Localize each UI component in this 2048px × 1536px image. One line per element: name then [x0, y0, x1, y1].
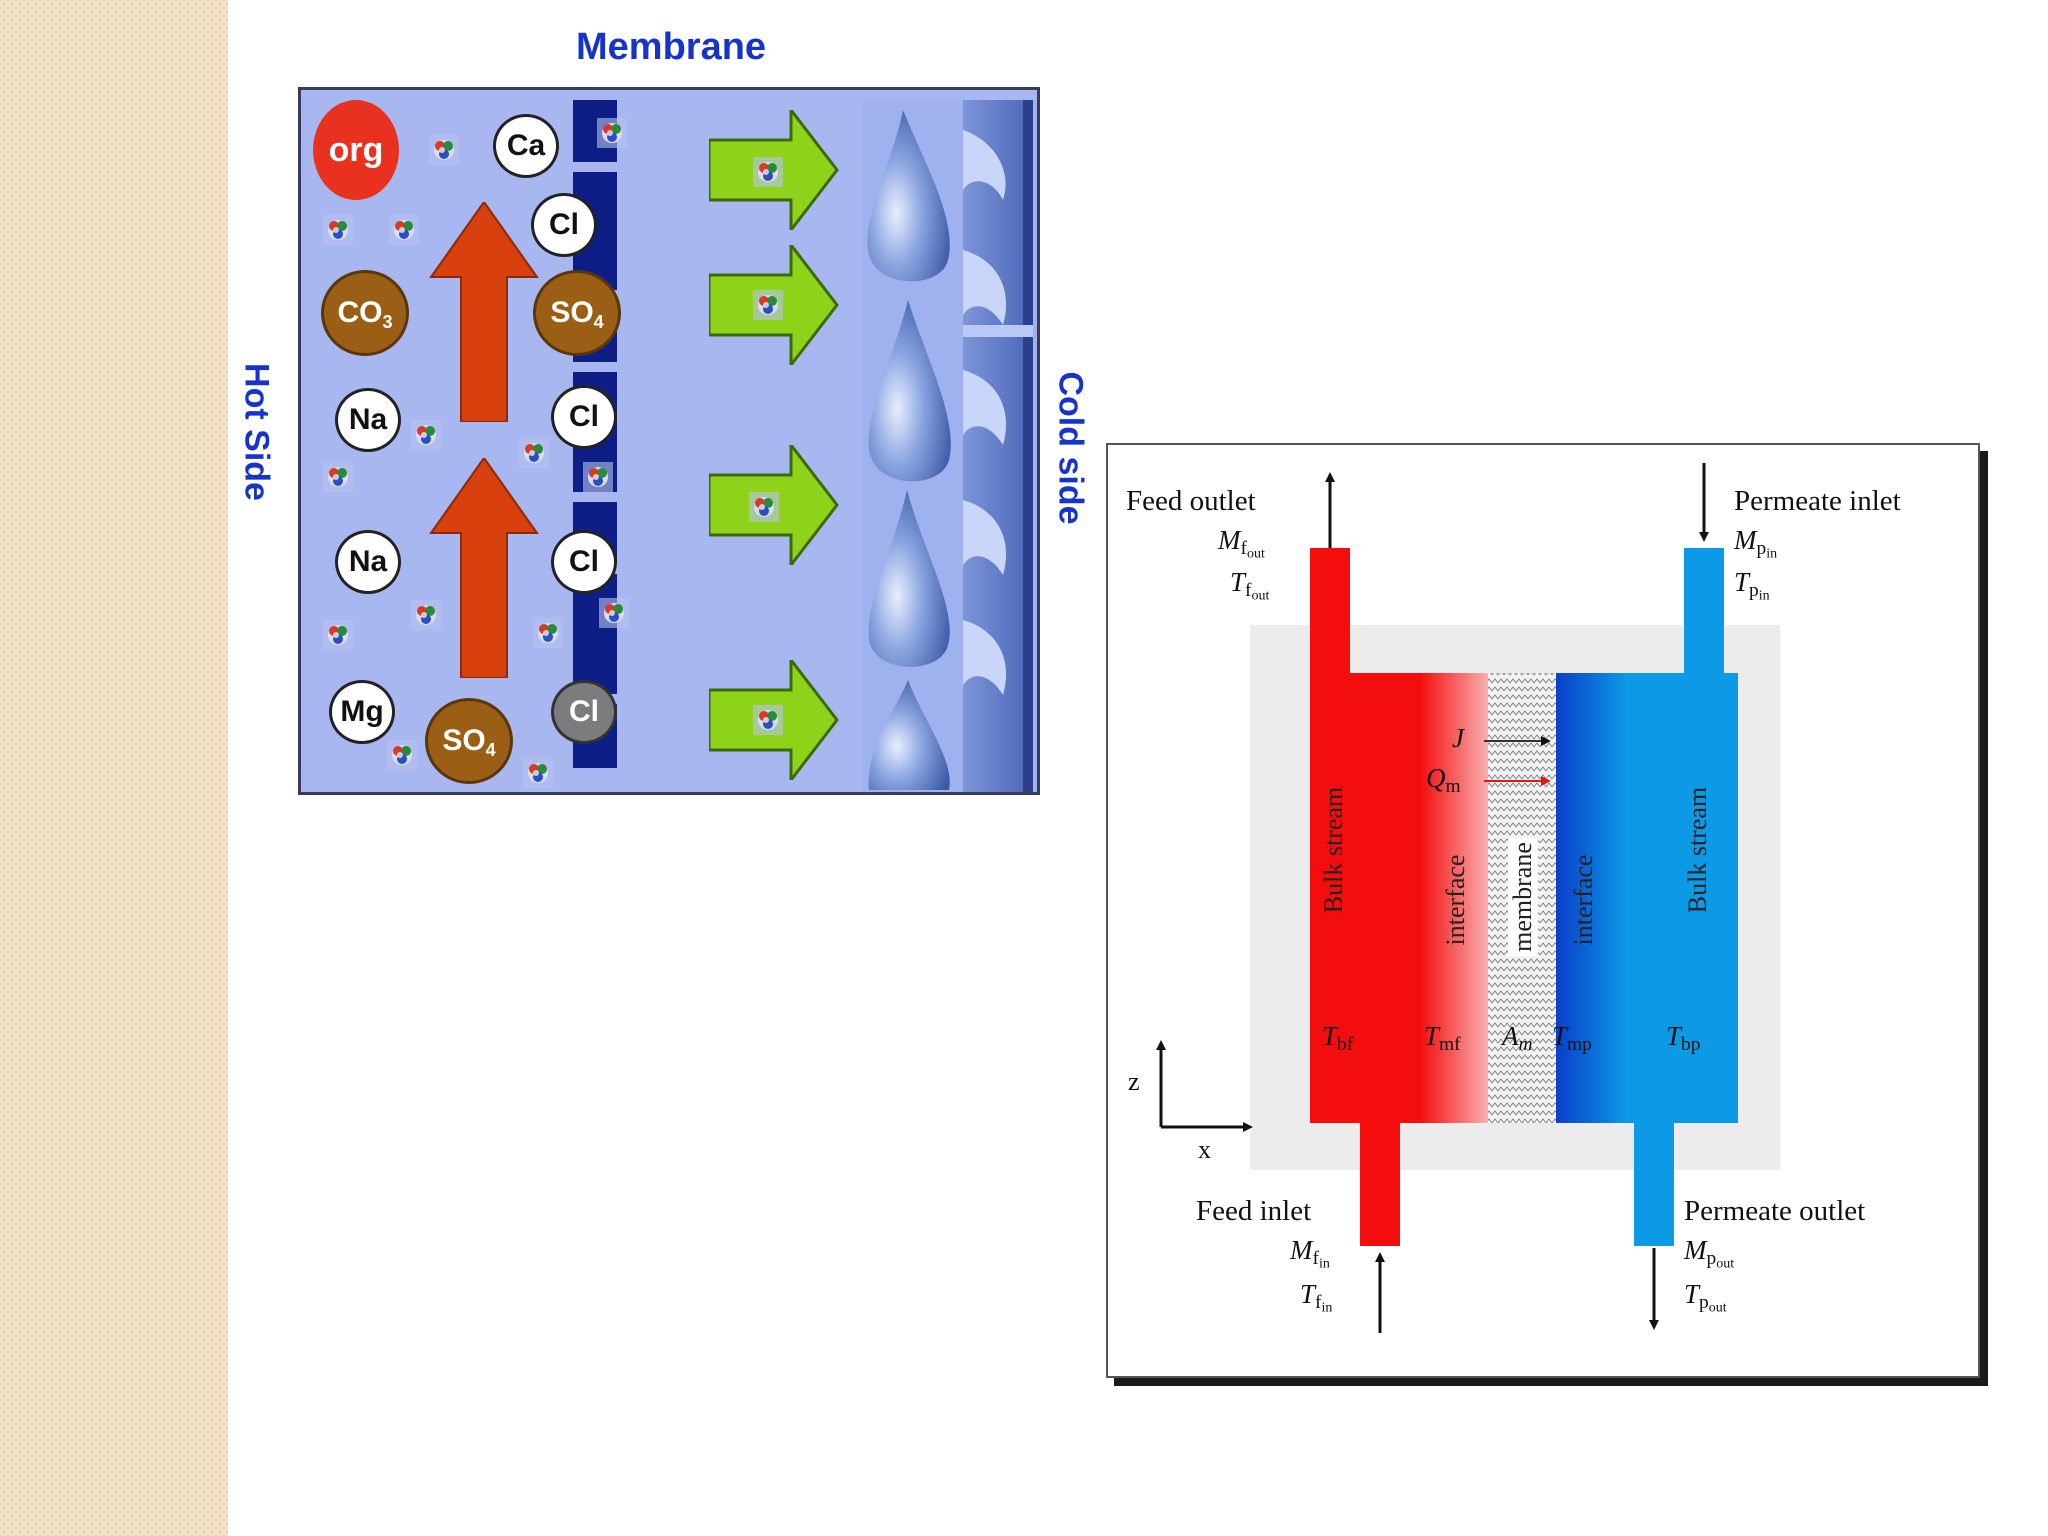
- permeate-inlet-temp: Tpin: [1734, 567, 1770, 604]
- chloride-ion: Cl: [551, 530, 617, 594]
- temp-membrane-feed: Tmf: [1424, 1021, 1461, 1055]
- water-molecule-icon: [389, 215, 419, 245]
- water-molecule-icon: [411, 600, 441, 630]
- temp-bulk-permeate: Tbp: [1666, 1021, 1701, 1055]
- axis-z-label: z: [1128, 1067, 1140, 1096]
- water-molecule-icon: [753, 705, 783, 735]
- flux-label: J: [1452, 723, 1464, 753]
- flow-arrow-lower: [429, 458, 539, 678]
- water-molecule-icon: [599, 598, 629, 628]
- feed-outlet-label: Feed outlet: [1126, 485, 1256, 517]
- hot-side-label: Hot Side: [237, 363, 276, 501]
- feed-inlet-temp: Tfin: [1300, 1279, 1333, 1316]
- water-molecule-icon: [323, 620, 353, 650]
- droplets: [867, 100, 1033, 792]
- membrane-area: Am: [1502, 1021, 1533, 1055]
- interface-permeate-label: interface: [1569, 854, 1598, 946]
- permeate-outlet-temp: Tpout: [1684, 1279, 1727, 1316]
- flow-arrow-upper: [429, 202, 539, 422]
- water-molecule-icon: [597, 118, 627, 148]
- water-molecule-icon: [519, 438, 549, 468]
- condensate-region: [863, 100, 1037, 792]
- permeate-inlet-mass: Mpin: [1734, 525, 1778, 562]
- module-schematic: [1156, 463, 1780, 1333]
- cold-side-label: Cold side: [1051, 371, 1090, 525]
- magnesium-ion: Mg: [329, 680, 395, 744]
- permeate-outlet-label: Permeate outlet: [1684, 1195, 1866, 1227]
- heat-flux-label: Qm: [1426, 763, 1461, 797]
- right-figure: Feed outlet Mfout Tfout Permeate inlet M…: [1106, 443, 1980, 1378]
- membrane-title: Membrane: [576, 26, 767, 68]
- temp-membrane-permeate: Tmp: [1552, 1021, 1592, 1055]
- water-molecule-icon: [583, 462, 613, 492]
- droplet: [867, 110, 950, 282]
- chloride-ion: Cl: [551, 385, 617, 449]
- decorative-side-strip: [0, 0, 228, 1536]
- water-molecule-icon: [749, 492, 779, 522]
- chloride-ion: Cl: [531, 193, 597, 257]
- droplet: [868, 300, 951, 482]
- water-molecule-icon: [429, 135, 459, 165]
- water-molecule-icon: [387, 740, 417, 770]
- water-molecule-icon: [323, 462, 353, 492]
- sodium-ion: Na: [335, 388, 401, 452]
- water-molecule-icon: [411, 420, 441, 450]
- permeate-inlet-label: Permeate inlet: [1734, 485, 1901, 517]
- calcium-ion: Ca: [493, 114, 559, 178]
- organic-ion: org: [313, 100, 399, 200]
- bulk-stream-permeate-label: Bulk stream: [1683, 786, 1712, 914]
- droplet: [868, 680, 950, 790]
- temp-bulk-feed: Tbf: [1322, 1021, 1354, 1055]
- water-molecule-icon: [753, 157, 783, 187]
- droplet: [868, 490, 950, 667]
- feed-inlet-label: Feed inlet: [1196, 1195, 1312, 1227]
- membrane-label: membrane: [1508, 838, 1538, 956]
- feed-outlet-mass: Mfout: [1218, 525, 1265, 562]
- bulk-stream-feed-label: Bulk stream: [1319, 786, 1348, 914]
- water-molecule-icon: [753, 290, 783, 320]
- permeate-outlet-mass: Mpout: [1684, 1235, 1735, 1272]
- axis-x-label: x: [1198, 1135, 1211, 1164]
- water-molecule-icon: [523, 758, 553, 788]
- chloride-ion: Cl: [551, 680, 617, 744]
- sodium-ion: Na: [335, 530, 401, 594]
- interface-feed-label: interface: [1441, 854, 1470, 946]
- feed-inlet-mass: Mfin: [1290, 1235, 1330, 1272]
- water-molecule-icon: [323, 215, 353, 245]
- feed-outlet-temp: Tfout: [1230, 567, 1270, 604]
- water-molecule-icon: [533, 618, 563, 648]
